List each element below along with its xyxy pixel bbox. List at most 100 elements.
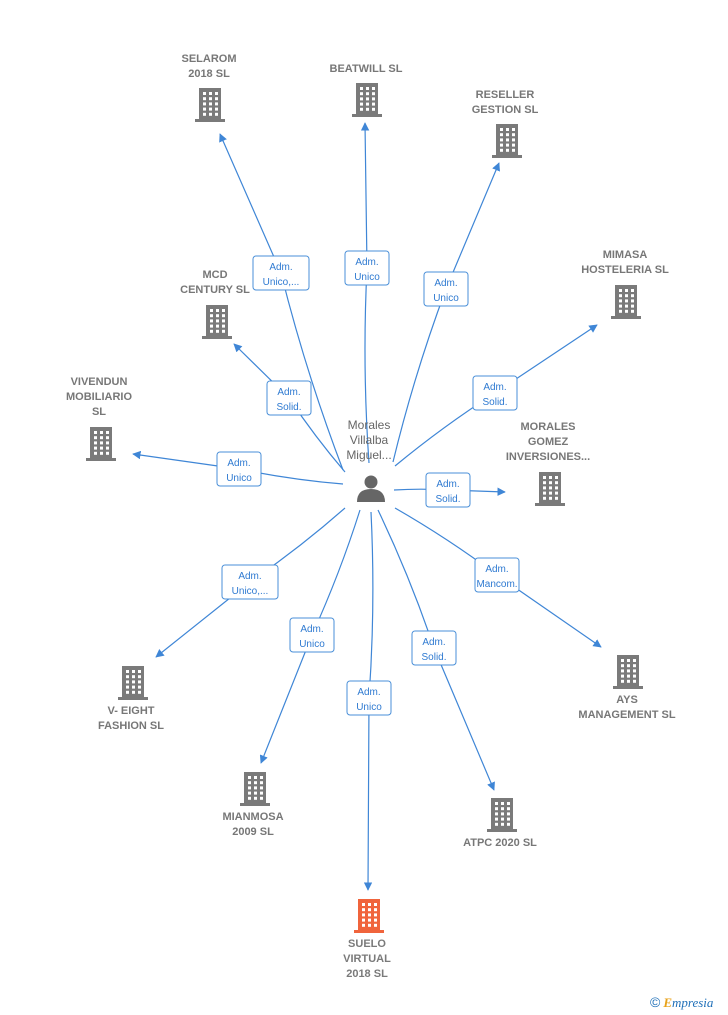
- company-label-ays: AYS: [616, 694, 638, 706]
- building-icon: [86, 427, 116, 461]
- company-label-reseller: RESELLER: [476, 89, 535, 101]
- building-icon: [195, 88, 225, 122]
- role-text: Solid.: [435, 494, 460, 505]
- person-icon: [357, 475, 385, 502]
- company-label-ays: MANAGEMENT SL: [578, 709, 675, 721]
- building-icon: [240, 772, 270, 806]
- company-node-v-eight[interactable]: V- EIGHT FASHION SL: [98, 666, 164, 732]
- role-text: Adm.: [355, 257, 378, 268]
- role-text: Adm.: [238, 571, 261, 582]
- center-person-label: Villalba: [350, 433, 389, 447]
- company-node-suelo[interactable]: SUELO VIRTUAL 2018 SL: [343, 899, 391, 980]
- role-text: Adm.: [300, 624, 323, 635]
- role-box: [411, 630, 457, 666]
- edge-reseller: [392, 162, 500, 463]
- company-label-suelo: SUELO: [348, 938, 386, 950]
- brand-logo-letter: E: [663, 995, 672, 1010]
- nodes-layer: SELAROM 2018 SL BEATWILL SL RESELLER GESTION…: [66, 53, 676, 980]
- role-text: Adm.: [277, 387, 300, 398]
- company-label-suelo: VIRTUAL: [343, 953, 391, 965]
- company-label-selarom: SELAROM: [182, 53, 237, 65]
- role-box: [221, 564, 279, 600]
- building-icon: [202, 305, 232, 339]
- role-badge-morales-gomez: Adm. Solid.: [425, 472, 471, 508]
- role-text: Adm.: [422, 637, 445, 648]
- building-icon: [492, 124, 522, 158]
- role-badge-reseller: Adm. Unico: [423, 271, 469, 307]
- role-box: [266, 380, 312, 416]
- company-label-vivendun: MOBILIARIO: [66, 391, 132, 403]
- company-node-mianmosa[interactable]: MIANMOSA 2009 SL: [222, 772, 284, 838]
- role-text: Adm.: [227, 458, 250, 469]
- center-person-label: Miguel...: [346, 448, 391, 462]
- role-text: Unico: [299, 639, 325, 650]
- center-person-node[interactable]: MoralesVillalbaMiguel...: [346, 418, 392, 502]
- role-badge-beatwill: Adm. Unico: [344, 250, 390, 286]
- building-icon: [535, 472, 565, 506]
- role-box: [474, 557, 520, 593]
- role-box: [344, 250, 390, 286]
- role-badge-mianmosa: Adm. Unico: [289, 617, 335, 653]
- role-badge-mimasa: Adm. Solid.: [472, 375, 518, 411]
- company-label-morales-gomez: INVERSIONES...: [506, 451, 590, 463]
- center-person-label: Morales: [348, 418, 391, 432]
- company-node-reseller[interactable]: RESELLER GESTION SL: [472, 89, 539, 158]
- company-label-v-eight: V- EIGHT: [107, 705, 154, 717]
- building-icon: [613, 655, 643, 689]
- company-label-selarom: 2018 SL: [188, 68, 230, 80]
- role-text: Unico: [354, 272, 380, 283]
- edge-beatwill: [360, 122, 370, 464]
- company-label-mianmosa: MIANMOSA: [222, 811, 283, 823]
- company-label-mimasa: MIMASA: [603, 249, 648, 261]
- company-label-mianmosa: 2009 SL: [232, 826, 274, 838]
- brand-watermark: ©Empresia: [650, 994, 713, 1011]
- company-label-v-eight: FASHION SL: [98, 720, 164, 732]
- role-badge-suelo: Adm. Unico: [346, 680, 392, 716]
- role-text: Unico: [226, 473, 252, 484]
- roles-layer: Adm.Unico,...Adm.UnicoAdm.UnicoAdm.Solid…: [216, 250, 520, 716]
- building-icon: [611, 285, 641, 319]
- company-node-beatwill[interactable]: BEATWILL SL: [330, 63, 403, 117]
- role-box: [423, 271, 469, 307]
- role-text: Adm.: [483, 382, 506, 393]
- role-text: Adm.: [436, 479, 459, 490]
- company-label-atpc: ATPC 2020 SL: [463, 837, 537, 849]
- role-box: [472, 375, 518, 411]
- company-node-morales-gomez[interactable]: MORALES GOMEZ INVERSIONES...: [506, 421, 590, 506]
- role-box: [216, 451, 262, 487]
- company-node-selarom[interactable]: SELAROM 2018 SL: [182, 53, 237, 122]
- company-node-ays[interactable]: AYS MANAGEMENT SL: [578, 655, 676, 721]
- company-label-suelo: 2018 SL: [346, 968, 388, 980]
- company-label-reseller: GESTION SL: [472, 104, 539, 116]
- role-text: Unico,...: [263, 277, 300, 288]
- edge-selarom: [219, 133, 344, 471]
- role-badge-selarom: Adm.Unico,...: [252, 255, 310, 291]
- edges-layer: [132, 122, 602, 891]
- role-text: Unico: [433, 293, 459, 304]
- role-box: [425, 472, 471, 508]
- role-text: Unico,...: [232, 586, 269, 597]
- role-text: Adm.: [485, 564, 508, 575]
- company-node-atpc[interactable]: ATPC 2020 SL: [463, 798, 537, 849]
- role-badge-ays: Adm.Mancom.: [474, 557, 520, 593]
- role-text: Solid.: [482, 397, 507, 408]
- building-icon: [487, 798, 517, 832]
- copyright-symbol: ©: [650, 994, 661, 1010]
- building-icon: [354, 899, 384, 933]
- role-box: [346, 680, 392, 716]
- role-text: Adm.: [357, 687, 380, 698]
- company-label-morales-gomez: GOMEZ: [528, 436, 569, 448]
- role-badge-mcd: Adm. Solid.: [266, 380, 312, 416]
- role-badge-atpc: Adm. Solid.: [411, 630, 457, 666]
- role-text: Adm.: [434, 278, 457, 289]
- role-text: Solid.: [421, 652, 446, 663]
- role-text: Unico: [356, 702, 382, 713]
- company-label-morales-gomez: MORALES: [521, 421, 576, 433]
- role-text: Solid.: [276, 402, 301, 413]
- building-icon: [118, 666, 148, 700]
- role-box: [289, 617, 335, 653]
- role-badge-v-eight: Adm. Unico,...: [221, 564, 279, 600]
